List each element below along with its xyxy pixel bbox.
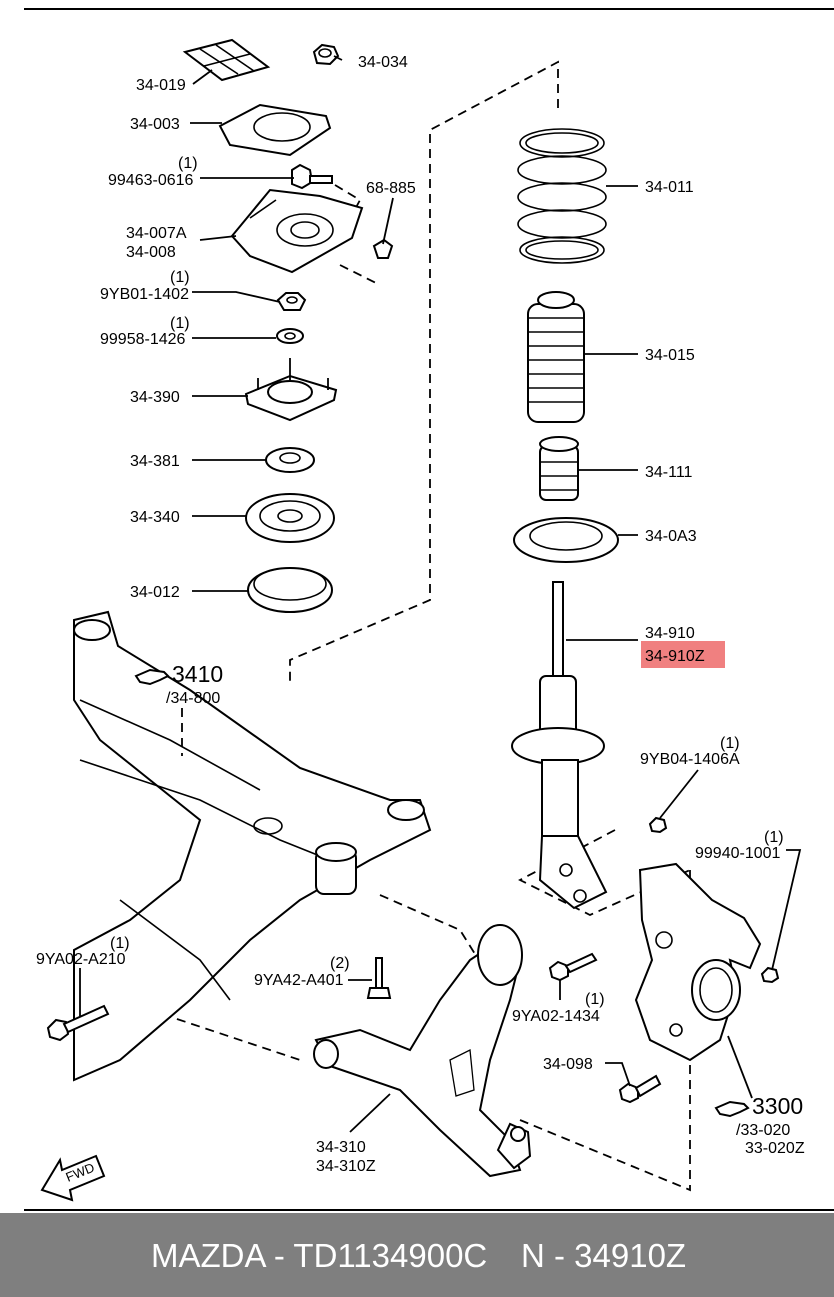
parts-diagram: FWD 34-019 34-034 [24,8,834,1211]
part-34-390-mount[interactable] [244,358,338,422]
part-34-012-insulator[interactable] [247,567,333,613]
label-34-340: 34-340 [130,509,180,526]
part-9ya42-a401-bolt[interactable] [366,957,392,999]
part-99463-bolt[interactable] [291,163,333,190]
qty-9yb04: (1) [720,735,740,752]
pointing-hand-icon [134,668,170,686]
part-34-098-bolt[interactable] [618,1074,662,1104]
label-34-007a: 34-007A [126,225,187,242]
label-34-008: 34-008 [126,244,176,261]
label-99958-1426: 99958-1426 [100,331,186,348]
label-9ya02-1434: 9YA02-1434 [512,1008,600,1025]
ref-33-020z: 33-020Z [745,1140,805,1157]
label-68-885: 68-885 [366,180,416,197]
label-34-910z: 34-910Z [645,648,705,665]
part-34-381-bearing[interactable] [265,447,315,473]
qty-9yb01: (1) [170,269,190,286]
label-99940-1001: 99940-1001 [695,845,781,862]
label-34-012: 34-012 [130,584,180,601]
label-34-098: 34-098 [543,1056,593,1073]
label-9yb04-1406a: 9YB04-1406A [640,751,740,768]
highlight-box [641,641,725,668]
footer-bar: MAZDA - TD1134900C N - 34910Z [0,1213,834,1297]
label-34-0a3: 34-0A3 [645,528,697,545]
frame-bushing [315,842,357,895]
label-34-111: 34-111 [645,464,693,481]
part-34-0a3-spring-seat[interactable] [513,517,619,563]
part-9yb04-nut[interactable] [648,816,668,834]
part-9yb01-nut[interactable] [276,292,307,311]
ref-33-020: /33-020 [736,1122,790,1139]
part-34-310-lower-arm[interactable] [313,924,532,1178]
part-68-885-clip[interactable] [372,238,394,259]
label-34-019: 34-019 [136,77,186,94]
qty-99958: (1) [170,315,190,332]
footer-part-number: N - 34910Z [521,1237,687,1274]
part-34-015-dust-boot[interactable] [527,291,585,423]
label-34-390: 34-390 [130,389,180,406]
part-34-019-pad[interactable] [182,38,271,82]
label-34-011: 34-011 [645,179,694,196]
part-3300-knuckle[interactable] [634,862,762,1062]
ref-3300: 3300 [752,1093,803,1119]
label-34-015: 34-015 [645,347,695,364]
part-34-034-nut[interactable] [312,43,340,66]
label-34-003: 34-003 [130,116,180,133]
label-9yb01-1402: 9YB01-1402 [100,286,189,303]
qty-99940: (1) [764,829,784,846]
label-99463-0616: 99463-0616 [108,172,194,189]
label-34-310: 34-310 [316,1139,366,1156]
part-3410-crossmember[interactable] [73,610,432,1082]
label-34-034: 34-034 [358,54,408,71]
label-34-381: 34-381 [130,453,180,470]
footer-brand-part: MAZDA - TD1134900C [151,1237,488,1274]
ref-3410: 3410 [172,661,223,687]
part-34-003-gasket[interactable] [218,103,332,157]
qty-9ya42: (2) [330,955,350,972]
ref-34-800: /34-800 [166,690,220,707]
part-34-910-strut[interactable] [511,581,608,910]
qty-99463: (1) [178,155,198,172]
label-34-910: 34-910 [645,625,695,642]
label-9ya42-a401: 9YA42-A401 [254,972,344,989]
pointing-hand-icon [714,1100,750,1118]
part-34-340-seat[interactable] [245,493,335,543]
part-34-011-coil-spring[interactable] [517,128,607,264]
label-9ya02-a210: 9YA02-A210 [36,951,126,968]
part-99940-nut[interactable] [760,966,780,984]
leader-lines [79,55,802,1133]
part-9ya02-a210-bolt[interactable] [46,1004,110,1042]
part-9ya02-1434-bolt[interactable] [548,952,598,982]
fwd-arrow-icon [40,1154,106,1202]
part-34-007a-bracket[interactable] [230,188,364,274]
qty-9ya02-a210: (1) [110,935,130,952]
part-99958-washer[interactable] [276,328,304,344]
qty-9ya02-1434: (1) [585,991,605,1008]
assembly-dashed-lines [119,60,691,1192]
label-34-310z: 34-310Z [316,1158,376,1175]
part-34-111-bump-stop[interactable] [539,436,579,501]
